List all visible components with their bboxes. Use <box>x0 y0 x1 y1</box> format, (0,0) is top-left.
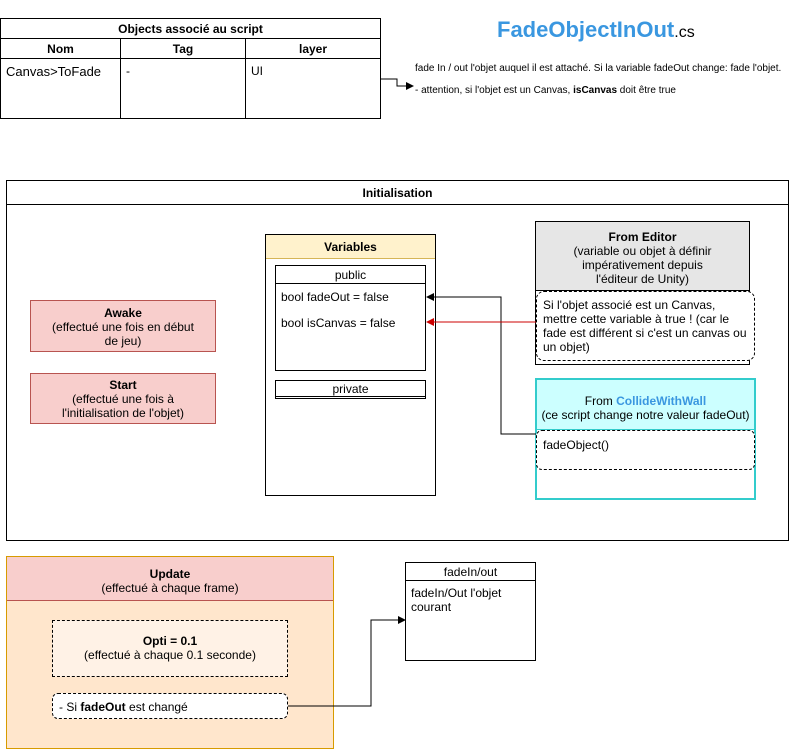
table-row: Canvas>ToFade - UI <box>0 58 381 119</box>
variables-private: private <box>275 380 426 399</box>
private-label: private <box>276 381 425 397</box>
table-to-description-arrow <box>381 78 414 90</box>
awake-block: Awake (effectué une fois en début de jeu… <box>30 300 216 352</box>
fade-inout-block: fadeIn/out fadeIn/Out l'objet courant <box>405 562 536 661</box>
objects-table-caption-text: Objects associé au script <box>0 18 381 39</box>
script-title: FadeObjectInOut.cs <box>497 17 695 43</box>
update-desc: (effectué à chaque frame) <box>101 581 239 595</box>
description: fade In / out l'objet auquel il est atta… <box>415 62 785 97</box>
from-editor-desc: (variable ou objet à définir impérativem… <box>573 244 712 286</box>
collide-script-link[interactable]: CollideWithWall <box>616 394 707 408</box>
start-block: Start (effectué une fois à l'initialisat… <box>30 373 216 424</box>
awake-desc: (effectué une fois en début de jeu) <box>52 320 194 348</box>
public-var-fadeout: bool fadeOut = false <box>281 290 389 304</box>
fade-inout-desc: fadeIn/Out l'objet courant <box>411 586 502 614</box>
start-desc: (effectué une fois à l'initialisation de… <box>62 392 184 420</box>
description-line1: fade In / out l'objet auquel il est atta… <box>415 63 782 74</box>
description-line2: - attention, si l'objet est un Canvas, i… <box>415 85 676 96</box>
update-condition: - Si fadeOut est changé <box>52 693 288 719</box>
opti-block: Opti = 0.1 (effectué à chaque 0.1 second… <box>52 620 288 677</box>
from-collide-header: From CollideWithWall (ce script change n… <box>537 380 754 430</box>
update-header: Update (effectué à chaque frame) <box>7 557 333 601</box>
initialisation-title: Initialisation <box>7 181 788 205</box>
script-title-ext: .cs <box>674 24 695 41</box>
from-editor-note: Si l'objet associé est un Canvas, mettre… <box>536 291 755 361</box>
cell-nom: Canvas>ToFade <box>0 58 121 119</box>
start-title: Start <box>109 378 137 392</box>
cell-layer: UI <box>245 58 381 119</box>
condition-to-fade-arrow <box>288 616 406 707</box>
from-editor-header: From Editor (variable ou objet à définir… <box>536 222 749 291</box>
from-collide-desc: (ce script change notre valeur fadeOut) <box>541 408 750 422</box>
opti-desc: (effectué à chaque 0.1 seconde) <box>84 648 256 662</box>
awake-title: Awake <box>104 306 142 320</box>
from-collide-title: From CollideWithWall <box>584 394 707 408</box>
from-editor-title: From Editor <box>608 230 677 244</box>
objects-table: Objects associé au script Nom Tag layer … <box>0 18 381 119</box>
public-label: public <box>276 266 425 284</box>
variables-public: public bool fadeOut = false bool isCanva… <box>275 265 426 371</box>
cell-tag: - <box>120 58 246 119</box>
variables-title: Variables <box>266 235 435 259</box>
fadeobject-method: fadeObject() <box>536 430 755 470</box>
update-title: Update <box>149 567 191 581</box>
collide-to-fadeout-arrow <box>426 293 536 435</box>
opti-title: Opti = 0.1 <box>142 634 198 648</box>
fade-inout-title: fadeIn/out <box>406 563 535 581</box>
public-var-iscanvas: bool isCanvas = false <box>281 316 396 330</box>
script-title-main: FadeObjectInOut <box>497 17 675 42</box>
col-header-layer: layer <box>245 38 381 59</box>
